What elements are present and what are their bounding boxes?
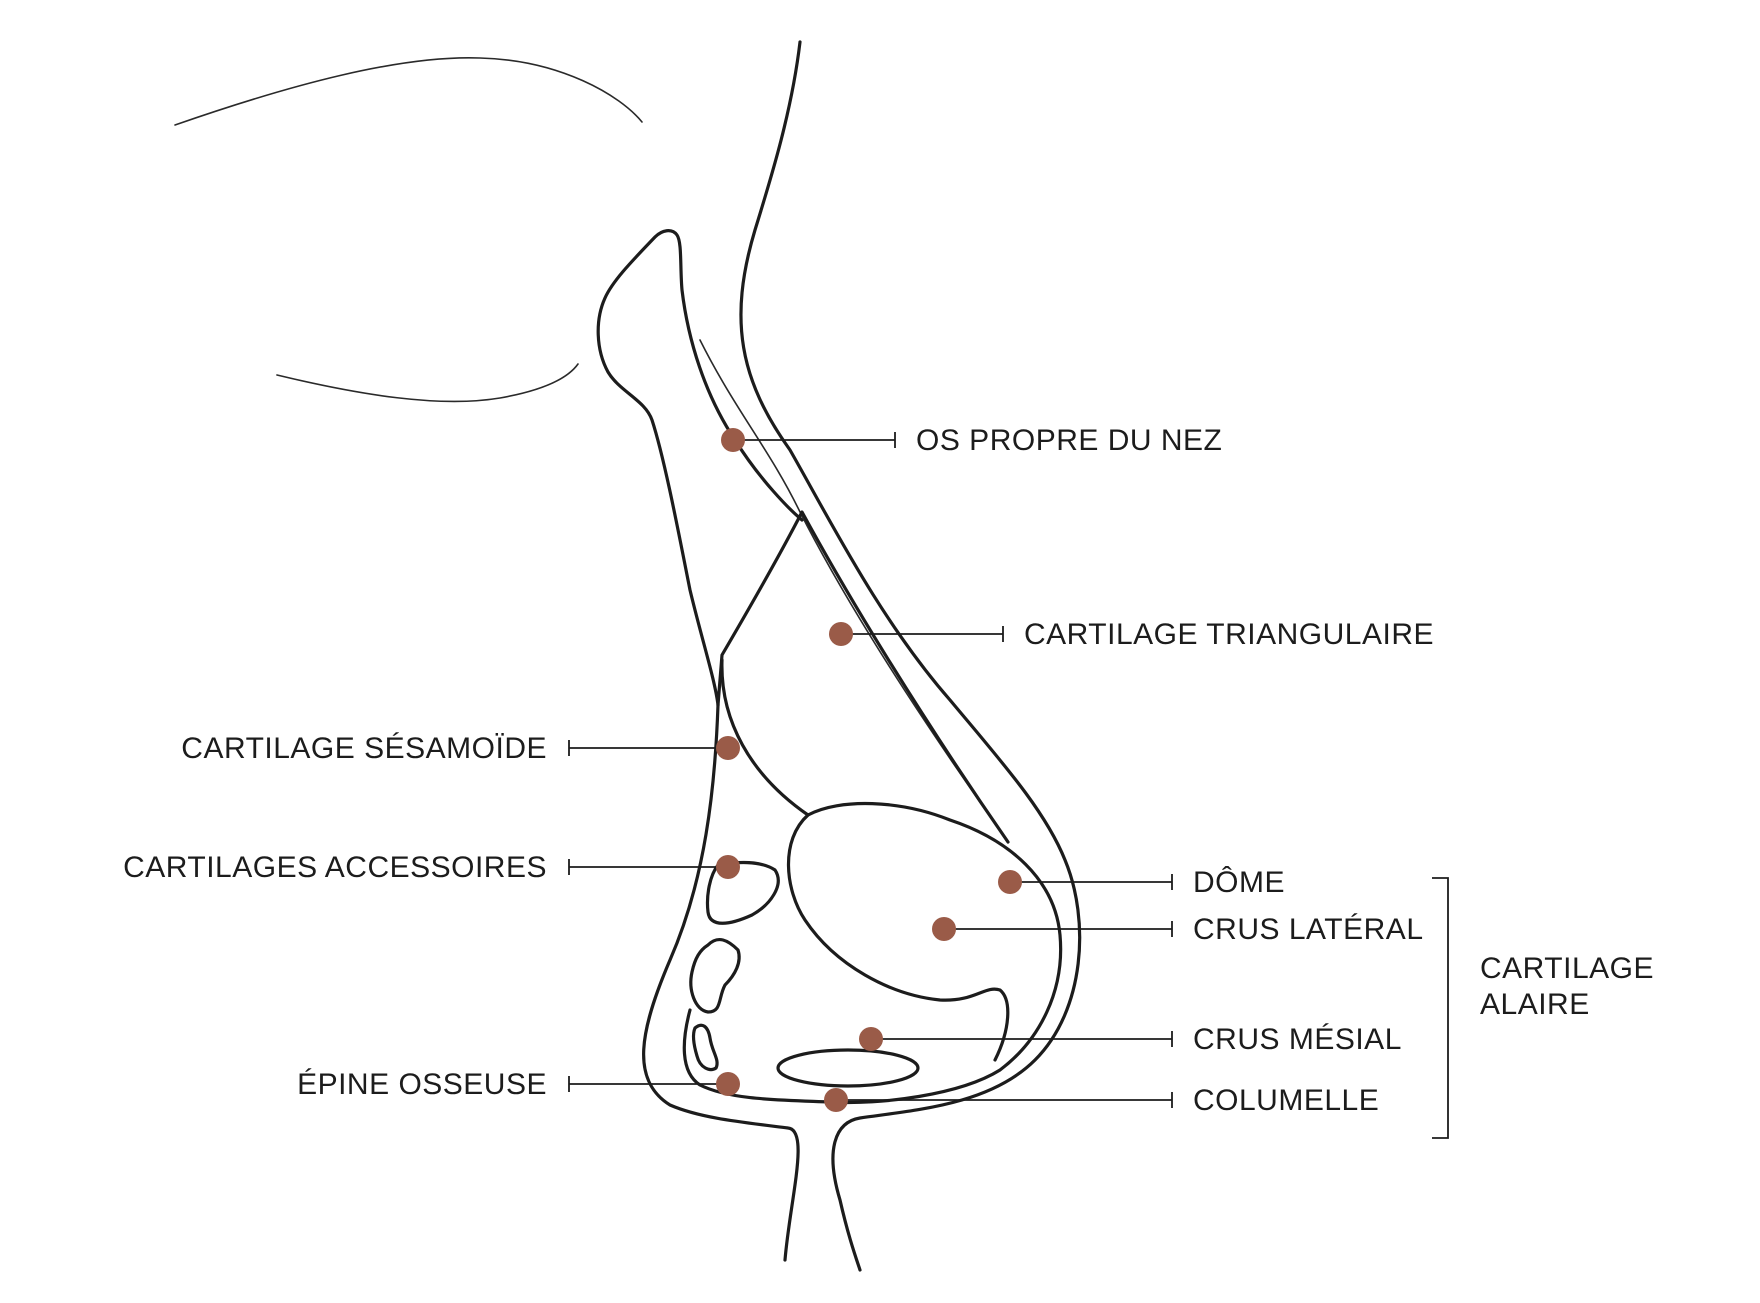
eyebrow-outline [174, 57, 643, 126]
label-columelle: COLUMELLE [1193, 1084, 1379, 1117]
marker-os-propre-du-nez [721, 428, 745, 452]
nasal-dorsum-thin-line [699, 339, 1009, 843]
label-os-propre-du-nez: OS PROPRE DU NEZ [916, 424, 1222, 457]
label-cartilages-accessoires: CARTILAGES ACCESSOIRES [123, 851, 547, 884]
eye-outline [276, 363, 579, 403]
triangular-cartilage-outline [716, 510, 1010, 844]
triangular-cartilage-lower-edge [720, 658, 810, 817]
accessory-cartilage-3 [691, 1023, 719, 1072]
accessory-cartilage-1 [705, 861, 780, 925]
group-label-line-1: CARTILAGE [1480, 952, 1654, 985]
marker-cartilage-triangulaire [829, 622, 853, 646]
label-cartilage-triangulaire: CARTILAGE TRIANGULAIRE [1024, 618, 1434, 651]
alar-cartilage-outline [682, 801, 1063, 1105]
lateral-crus-inner-outline [786, 813, 1010, 1062]
skin-profile-outline [739, 40, 1082, 1272]
label-crus-mesial: CRUS MÉSIAL [1193, 1023, 1402, 1056]
marker-crus-lateral [932, 917, 956, 941]
label-cartilage-sesamoide: CARTILAGE SÉSAMOÏDE [181, 732, 547, 765]
nose-drawing [174, 40, 1082, 1272]
leader-lines [568, 432, 1449, 1139]
marker-cartilage-sesamoide [716, 736, 740, 760]
group-label-line-2: ALAIRE [1480, 988, 1590, 1021]
label-dome: DÔME [1193, 865, 1285, 899]
marker-cartilages-accessoires [716, 855, 740, 879]
cartilage-alaire-bracket [1432, 877, 1449, 1139]
columella-outline [642, 703, 800, 1262]
marker-crus-mesial [859, 1027, 883, 1051]
label-epine-osseuse: ÉPINE OSSEUSE [297, 1068, 547, 1101]
marker-columelle [824, 1088, 848, 1112]
label-crus-lateral: CRUS LATÉRAL [1193, 913, 1424, 946]
marker-dome [998, 870, 1022, 894]
accessory-cartilage-2 [689, 937, 741, 1014]
markers [716, 428, 1022, 1112]
marker-epine-osseuse [716, 1072, 740, 1096]
nasal-bone-outline [596, 229, 804, 707]
mesial-crus-outline [776, 1048, 920, 1088]
labels: OS PROPRE DU NEZ CARTILAGE TRIANGULAIRE … [123, 424, 1654, 1117]
